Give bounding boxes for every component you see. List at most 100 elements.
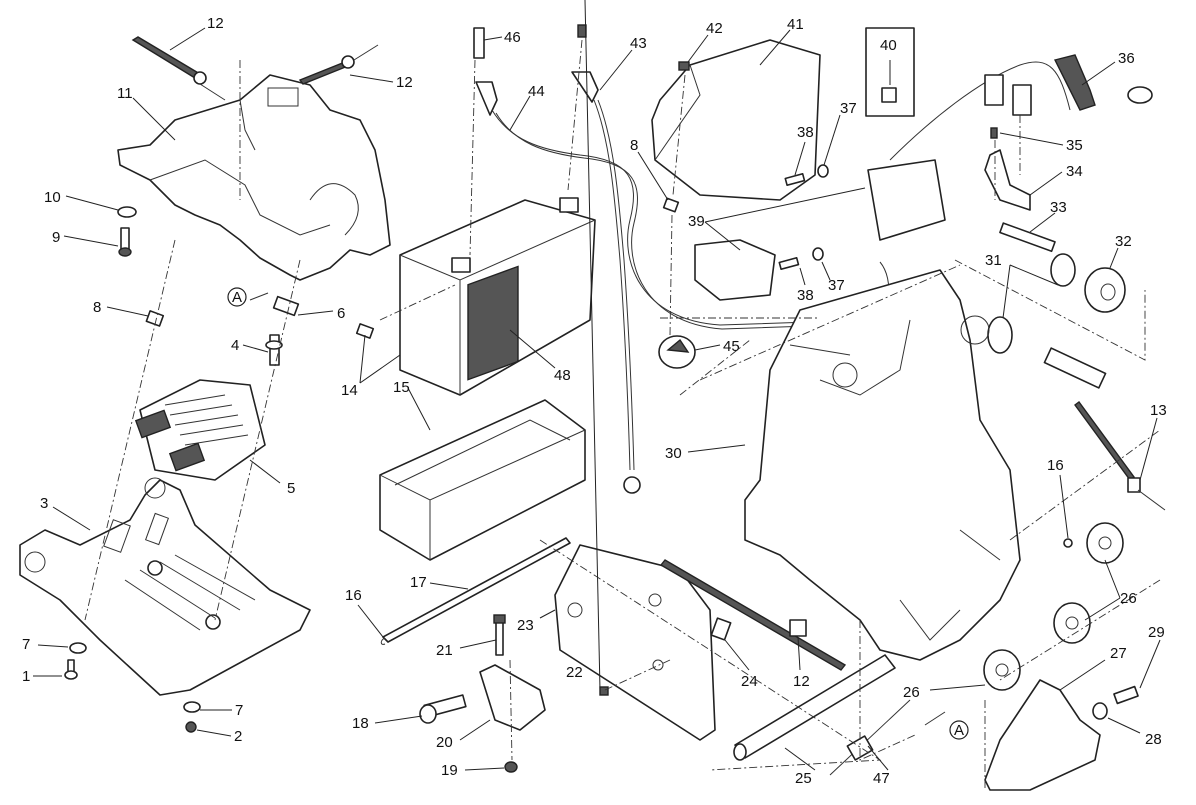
svg-text:44: 44: [528, 83, 545, 100]
part-3-mounting-plate: [19, 477, 311, 696]
svg-text:7: 7: [22, 636, 30, 653]
part-19-nut: [504, 761, 518, 773]
callout-38: 38: [797, 267, 814, 304]
part-4-stud: [265, 334, 283, 366]
part-18-bolt: [419, 694, 467, 724]
callouts: 12 12 11 10 9 8 6 4 5 3 7 1 7 2 46 43 44…: [22, 0, 1167, 787]
callout-3: 3: [40, 495, 91, 531]
part-23-side-panel: [554, 544, 716, 741]
part-12-cable-tie-lower: [659, 559, 847, 671]
callout-22: 22: [566, 0, 601, 691]
svg-text:45: 45: [723, 338, 740, 355]
callout-19: 19: [441, 762, 505, 779]
callout-8: 8: [93, 299, 149, 317]
part-14-clip: [355, 323, 375, 339]
part-38-bolt-lower: [778, 257, 800, 271]
callout-28: 28: [1107, 717, 1162, 748]
callout-30: 30: [665, 444, 746, 462]
svg-text:34: 34: [1066, 163, 1083, 180]
svg-text:10: 10: [44, 189, 61, 206]
svg-text:30: 30: [665, 445, 682, 462]
svg-text:47: 47: [873, 770, 890, 787]
reference-marker-a-right: A: [924, 711, 969, 740]
svg-text:16: 16: [345, 587, 362, 604]
svg-text:31: 31: [985, 252, 1002, 269]
callout-9: 9: [52, 229, 119, 247]
part-10-washer: [117, 206, 137, 218]
part-28-washer: [1092, 702, 1108, 720]
svg-text:36: 36: [1118, 50, 1135, 67]
callout-48: 48: [509, 329, 571, 384]
part-9-bolt: [118, 227, 132, 257]
callout-26: 26: [903, 684, 986, 701]
callout-35: 35: [999, 132, 1083, 154]
part-25-tube: [734, 654, 896, 759]
callout-41: 41: [759, 16, 804, 66]
callout-6: 6: [297, 305, 345, 322]
part-7-grommet-right: [183, 701, 201, 713]
callout-17: 17: [410, 574, 469, 591]
part-31-spacer: [1043, 347, 1107, 389]
callout-20: 20: [436, 719, 491, 751]
part-45-grommet: [658, 335, 696, 369]
callout-25: 25: [784, 747, 816, 787]
part-42-screw: [678, 61, 690, 71]
callout-47: 47: [867, 745, 890, 787]
part-6-clip: [272, 295, 300, 317]
svg-text:25: 25: [795, 770, 812, 787]
part-8-clip-nut: [145, 310, 165, 327]
part-5-regulator: [134, 379, 266, 481]
callout-4: 4: [231, 337, 269, 354]
callout-21: 21: [436, 639, 497, 659]
callout-26: 26: [1084, 559, 1137, 621]
callout-42: 42: [687, 20, 723, 63]
part-47-clamp: [829, 699, 911, 776]
callout-33: 33: [1029, 199, 1067, 233]
part-25-tube-end: [733, 743, 747, 761]
callout-16: 16: [345, 587, 384, 638]
svg-text:48: 48: [554, 367, 571, 384]
part-39-starter-relay: [694, 159, 946, 301]
svg-text:4: 4: [231, 337, 239, 354]
part-35-fuse-holders: [984, 74, 1032, 139]
callout-11: 11: [117, 85, 176, 141]
svg-text:7: 7: [235, 702, 243, 719]
svg-text:41: 41: [787, 16, 804, 33]
part-37-washer-upper: [817, 164, 829, 178]
svg-text:40: 40: [880, 37, 897, 54]
callout-38: 38: [794, 124, 814, 176]
part-16-clip-left: [380, 637, 386, 645]
svg-text:6: 6: [337, 305, 345, 322]
part-26-rubber-mount-1: [1086, 522, 1124, 564]
callout-16: 16: [1047, 457, 1069, 539]
part-26-rubber-mount-2: [1053, 602, 1091, 644]
callout-5: 5: [249, 459, 295, 497]
part-41-cover: [651, 39, 821, 201]
svg-text:19: 19: [441, 762, 458, 779]
callout-12: 12: [169, 15, 224, 51]
svg-text:14: 14: [341, 382, 358, 399]
svg-text:38: 38: [797, 287, 814, 304]
callout-23: 23: [517, 609, 556, 634]
callout-34: 34: [1029, 163, 1083, 196]
part-29-bolt: [1113, 685, 1139, 705]
part-31-washer-upper: [1050, 253, 1076, 287]
svg-text:39: 39: [688, 213, 705, 230]
callout-24: 24: [724, 639, 758, 690]
callout-31: 31: [985, 252, 1059, 319]
svg-text:15: 15: [393, 379, 410, 396]
part-20-bracket: [479, 664, 546, 731]
callout-10: 10: [44, 189, 119, 211]
callout-37: 37: [821, 261, 845, 294]
svg-text:9: 9: [52, 229, 60, 246]
part-21-bolt: [493, 614, 506, 656]
svg-text:1: 1: [22, 668, 30, 685]
svg-text:28: 28: [1145, 731, 1162, 748]
svg-text:46: 46: [504, 29, 521, 46]
svg-text:20: 20: [436, 734, 453, 751]
part-38-bolt-upper: [784, 173, 806, 187]
part-32-grommet: [1084, 267, 1126, 313]
svg-text:A: A: [232, 289, 242, 306]
svg-text:2: 2: [234, 728, 242, 745]
callout-40: 40: [880, 37, 897, 85]
